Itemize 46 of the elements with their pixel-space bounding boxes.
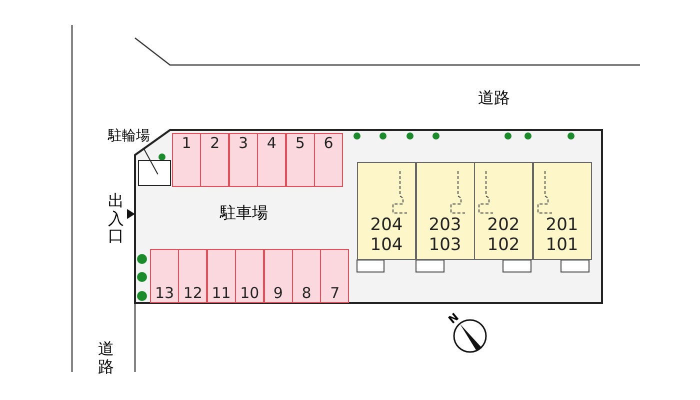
bicycle-parking-box: [138, 160, 171, 186]
space-number: 10: [240, 284, 260, 302]
space-number: 13: [154, 284, 174, 302]
bicycle-parking-label: 駐輪場: [108, 127, 150, 145]
space-number: 6: [324, 134, 334, 154]
space-number: 1: [182, 134, 192, 154]
parking-space: [172, 133, 201, 187]
road-label: 道路: [478, 88, 510, 109]
space-number: 2: [210, 134, 220, 154]
parking-space: [235, 249, 264, 303]
parking-space: [178, 249, 208, 303]
unit-number: 101: [546, 235, 578, 255]
apartment-unit: [357, 162, 416, 260]
space-number: 11: [212, 284, 231, 302]
unit-number: 201: [546, 215, 578, 235]
space-number: 7: [330, 284, 340, 302]
parking-space: [228, 133, 258, 187]
parking-space: [200, 133, 230, 187]
space-number: 8: [302, 284, 312, 302]
parking-space: [320, 249, 350, 303]
apartment-unit: [474, 162, 533, 260]
unit-number: 203: [428, 215, 462, 235]
area-label: 駐車場: [220, 203, 268, 224]
road-label: 道路: [98, 340, 114, 376]
entrance-label: 出入口: [108, 192, 124, 245]
unit-number: 102: [487, 235, 520, 255]
leader-line: [144, 148, 158, 175]
unit-number: 104: [370, 235, 403, 255]
space-number: 9: [273, 284, 283, 302]
parking-space: [314, 133, 343, 187]
parking-space: [292, 249, 321, 303]
unit-number: 202: [487, 215, 520, 235]
parking-space: [264, 249, 293, 303]
space-number: 4: [266, 134, 276, 154]
parking-space: [286, 133, 315, 187]
space-number: 5: [295, 134, 305, 154]
north-label: N: [446, 310, 462, 326]
apartment-unit: [416, 162, 474, 260]
space-number: 12: [183, 284, 202, 302]
unit-number: 103: [428, 235, 462, 255]
parking-space: [257, 133, 286, 187]
space-number: 3: [238, 134, 248, 154]
parking-space: [150, 249, 179, 303]
apartment-unit: [532, 162, 592, 260]
parking-space: [206, 249, 236, 303]
unit-number: 204: [370, 215, 403, 235]
